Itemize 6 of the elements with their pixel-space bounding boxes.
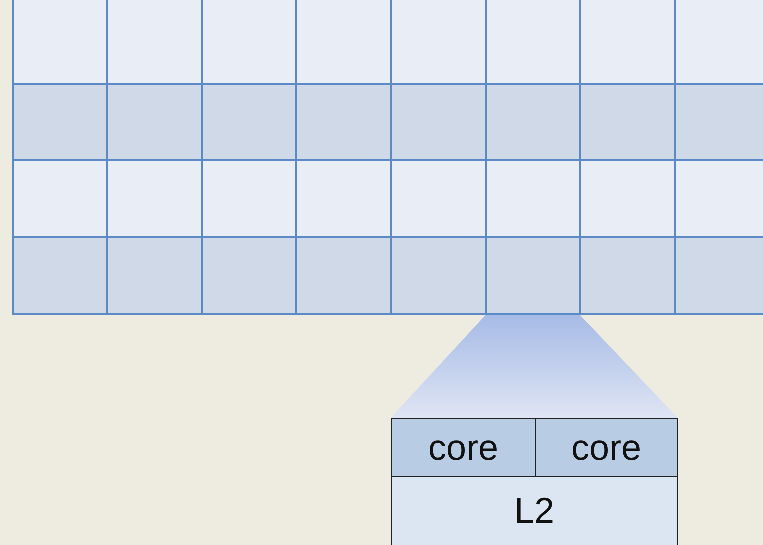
cell-block — [391, 476, 678, 545]
block-label: L2 — [514, 490, 555, 532]
block-label: core — [571, 426, 642, 468]
cell-block — [391, 418, 536, 477]
cell-block — [535, 418, 678, 477]
block-label: core — [428, 426, 499, 468]
